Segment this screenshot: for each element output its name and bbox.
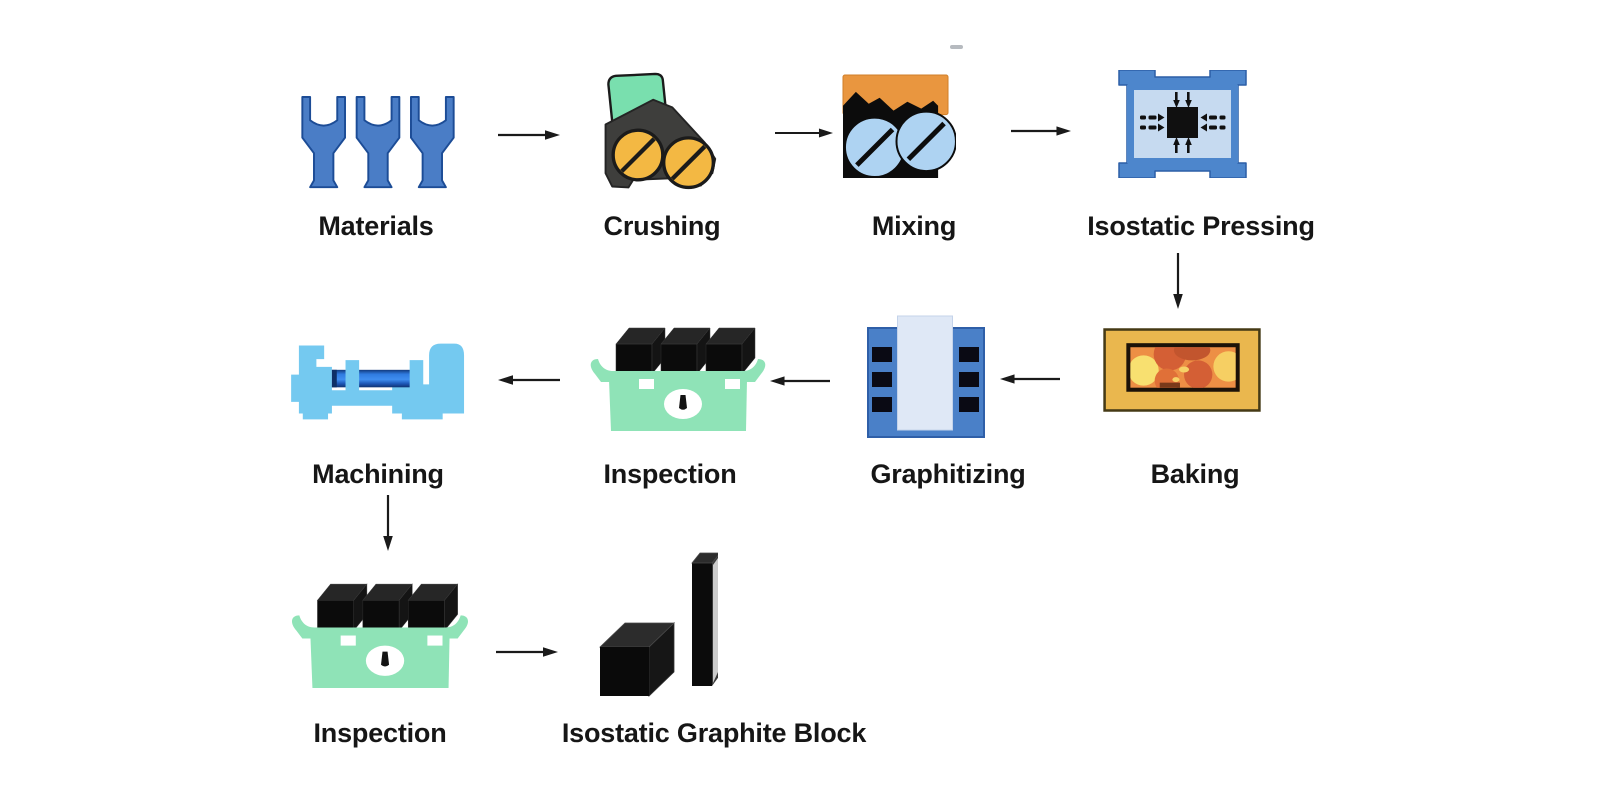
inspection-label: Inspection xyxy=(603,459,737,489)
arrow-materials-to-crushing xyxy=(498,130,560,140)
graphite-blocks-icon xyxy=(599,552,718,697)
lathe-icon xyxy=(291,343,465,420)
graphitizing-label: Graphitizing xyxy=(870,459,1026,489)
inspection-label: Inspection xyxy=(313,718,447,748)
mixer-icon xyxy=(842,74,956,179)
arrow-mixing-to-pressing xyxy=(1011,126,1071,136)
crusher-icon xyxy=(604,72,717,190)
inspection-scale-icon xyxy=(590,327,766,431)
arrow-inspection-to-block xyxy=(496,647,558,657)
arrow-inspection-to-machining xyxy=(498,375,560,385)
machining-label: Machining xyxy=(312,459,444,489)
baking-label: Baking xyxy=(1150,459,1240,489)
isostatic-press-icon xyxy=(1118,70,1247,178)
inspection-scale-icon xyxy=(291,583,468,688)
oven-icon xyxy=(1103,328,1261,412)
isostatic-pressing-label: Isostatic Pressing xyxy=(1087,211,1315,241)
isostatic-graphite-block-label: Isostatic Graphite Block xyxy=(561,718,867,748)
mixing-label: Mixing xyxy=(871,211,957,241)
arrow-machining-to-inspection xyxy=(383,495,393,551)
crushing-label: Crushing xyxy=(603,211,721,241)
arrow-graphitizing-to-inspection xyxy=(770,376,830,386)
arrow-pressing-to-baking xyxy=(1173,253,1183,309)
materials-label: Materials xyxy=(318,211,434,241)
stray-mark xyxy=(950,45,963,49)
arrow-baking-to-graphitizing xyxy=(1000,374,1060,384)
materials-hoppers-icon xyxy=(301,96,455,189)
furnace-icon xyxy=(867,315,985,438)
arrow-crushing-to-mixing xyxy=(775,128,833,138)
